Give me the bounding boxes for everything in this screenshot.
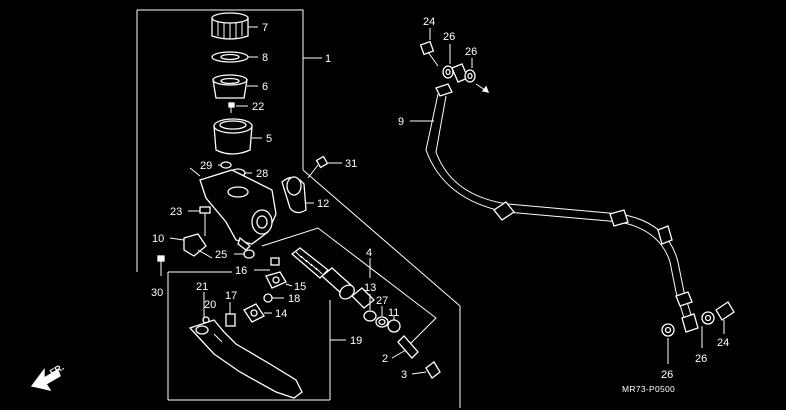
reservoir-body — [213, 118, 262, 155]
label-part-18: 18 — [288, 293, 300, 305]
reservoir-diaphragm — [212, 74, 258, 99]
push-rod-nut — [411, 361, 441, 379]
label-part-8: 8 — [262, 52, 268, 64]
dust-boot-small — [234, 249, 255, 259]
assembly-frame — [136, 9, 461, 408]
label-part-10: 10 — [152, 233, 164, 245]
part-number-labels: 7 8 6 22 5 1 29 28 31 12 23 10 25 16 15 … — [151, 16, 729, 381]
label-part-25: 25 — [215, 249, 227, 261]
clutch-hose — [410, 83, 699, 333]
lower-banjo-bolt — [715, 301, 735, 334]
master-cylinder-body — [189, 167, 277, 251]
label-part-4: 4 — [366, 247, 372, 259]
label-part-19: 19 — [350, 335, 362, 347]
front-direction-arrow — [30, 368, 61, 391]
label-part-21: 21 — [196, 281, 208, 293]
label-part-2: 2 — [382, 353, 388, 365]
small-screw — [228, 102, 248, 113]
label-part-3: 3 — [401, 369, 407, 381]
flow-arrow — [475, 83, 490, 93]
push-rod — [391, 335, 419, 359]
reservoir-cap — [211, 12, 258, 40]
label-part-26-lower-inner: 26 — [661, 369, 673, 381]
leader-lines — [248, 26, 258, 28]
master-cylinder-holder — [281, 176, 314, 214]
front-marker-label: FR. — [48, 362, 66, 378]
master-piston-set — [290, 247, 375, 309]
label-part-6: 6 — [262, 81, 268, 93]
upper-sealing-washer-inner — [442, 44, 454, 79]
clutch-lever — [188, 319, 346, 399]
label-part-26-lower-outer: 26 — [695, 353, 707, 365]
label-part-5: 5 — [266, 133, 272, 145]
label-part-24-upper: 24 — [423, 16, 435, 28]
switch-screw — [157, 255, 165, 276]
label-part-24-lower: 24 — [717, 337, 729, 349]
label-part-20: 20 — [204, 299, 216, 311]
adjuster-knob — [243, 303, 272, 323]
label-part-15: 15 — [294, 281, 306, 293]
push-rod-boot — [387, 316, 401, 333]
label-part-22: 22 — [252, 101, 264, 113]
reservoir-plate — [211, 51, 258, 63]
diagram-code: MR73-P0500 — [622, 384, 675, 394]
label-part-13: 13 — [364, 282, 376, 294]
label-part-17: 17 — [225, 290, 237, 302]
push-rod-joint — [254, 257, 293, 289]
label-part-27: 27 — [376, 295, 388, 307]
clutch-switch — [169, 233, 213, 259]
lower-sealing-washer-inner — [661, 323, 675, 364]
label-part-26-upper-inner: 26 — [443, 31, 455, 43]
label-part-7: 7 — [262, 22, 268, 34]
label-part-28: 28 — [256, 168, 268, 180]
label-part-16: 16 — [235, 265, 247, 277]
label-part-29: 29 — [200, 160, 212, 172]
label-part-31: 31 — [345, 158, 357, 170]
lower-sealing-washer-outer — [701, 311, 715, 348]
label-part-12: 12 — [317, 198, 329, 210]
label-part-30: 30 — [151, 287, 163, 299]
label-part-9: 9 — [398, 116, 404, 128]
holder-bolt — [307, 155, 342, 179]
label-part-26-upper-outer: 26 — [465, 46, 477, 58]
small-o-ring — [218, 161, 232, 169]
upper-banjo-bolt — [419, 28, 439, 67]
label-part-11: 11 — [388, 307, 399, 319]
adjuster-spring — [263, 293, 284, 303]
lever-collar — [225, 302, 236, 327]
label-part-23: 23 — [170, 206, 182, 218]
lever-pivot-bolt — [188, 206, 211, 236]
piston-cup-secondary — [363, 294, 377, 322]
upper-sealing-washer-outer — [464, 58, 476, 83]
label-part-14: 14 — [275, 308, 287, 320]
snap-ring — [375, 306, 389, 328]
label-part-1: 1 — [325, 53, 331, 65]
